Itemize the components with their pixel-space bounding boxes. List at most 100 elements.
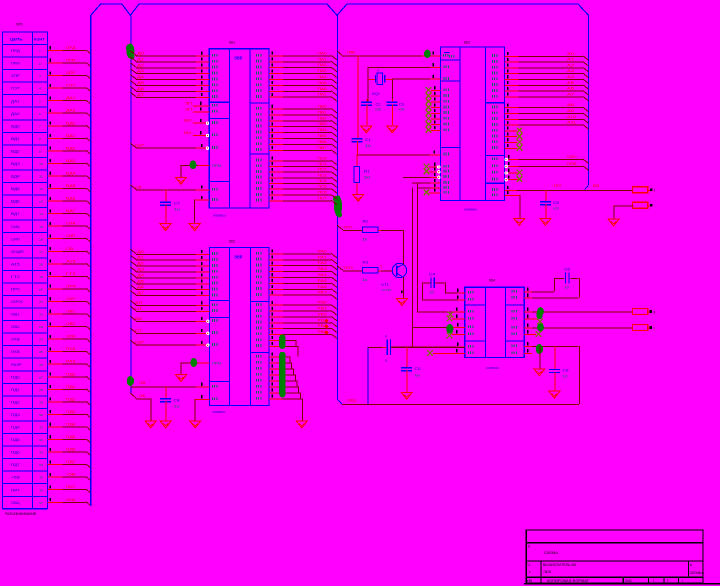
svg-text:31: 31 [39, 426, 43, 430]
svg-text:ХР1: ХР1 [16, 23, 23, 27]
svg-text:ДА1: ДА1 [66, 96, 76, 100]
svg-text:R2: R2 [363, 219, 369, 223]
svg-text:ГОТ: ГОТ [11, 87, 20, 91]
svg-text:ГТ2: ГТ2 [11, 275, 20, 279]
svg-text:ПД3: ПД3 [66, 410, 76, 414]
svg-text:ПД7: ПД7 [11, 463, 20, 467]
svg-text:36: 36 [39, 488, 43, 492]
svg-text:ЧТ: ЧТ [135, 307, 143, 311]
svg-text:РА1: РА1 [318, 255, 327, 259]
svg-text:ПВ1: ПВ1 [318, 110, 327, 114]
svg-text:18: 18 [39, 262, 43, 266]
svg-text:ЭЗ: ЭЗ [543, 570, 551, 574]
svg-text:17: 17 [39, 250, 43, 254]
svg-text:П5В: П5В [347, 51, 356, 55]
svg-text:Д7: Д7 [137, 93, 144, 97]
svg-text:ПВ4: ПВ4 [318, 128, 327, 132]
svg-text:ПВ3: ПВ3 [318, 122, 327, 126]
svg-text:ВД1: ВД1 [66, 134, 76, 138]
svg-text:4: 4 [39, 87, 41, 91]
svg-text:ПД7: ПД7 [66, 460, 76, 464]
svg-text:РА4: РА4 [318, 273, 327, 277]
svg-text:ПД6: ПД6 [66, 448, 76, 452]
svg-text:+5В: +5В [11, 476, 20, 480]
svg-text:ОБ: ОБ [139, 394, 146, 398]
svg-text:ПРД: ПРД [66, 46, 76, 50]
svg-text:ПИТ: ПИТ [11, 488, 20, 492]
svg-text:DD2: DD2 [229, 240, 235, 244]
svg-text:ПА3: ПА3 [318, 69, 327, 73]
svg-text:10: 10 [564, 286, 569, 290]
svg-text:І': І' [667, 579, 669, 583]
svg-text:А15: А15 [11, 262, 20, 266]
svg-text:9: 9 [39, 150, 41, 154]
svg-text:6: 6 [39, 112, 41, 116]
svg-text:30: 30 [39, 413, 43, 417]
svg-text:ПА2: ПА2 [318, 63, 327, 67]
svg-text:1к: 1к [362, 278, 368, 282]
svg-text:ЭВР: ЭВР [234, 255, 243, 260]
svg-text:ПИТ: ПИТ [66, 485, 75, 489]
svg-text:Д0: Д0 [137, 250, 144, 254]
svg-text:А3: А3 [567, 69, 574, 73]
svg-text:СИА: СИА [66, 222, 76, 226]
svg-text:РА2: РА2 [318, 261, 327, 265]
svg-text:ТКТ1: ТКТ1 [343, 225, 353, 229]
svg-text:32: 32 [39, 438, 43, 442]
svg-text:ІІ: ІІ [528, 545, 530, 549]
svg-text:11: 11 [39, 175, 43, 179]
svg-text:Д0: Д0 [137, 52, 144, 56]
svg-text:ПА1: ПА1 [318, 57, 327, 61]
svg-text:ПР0: ПР0 [66, 284, 76, 288]
svg-text:ОБЩ: ОБЩ [66, 498, 75, 502]
svg-text:СБРОС: СБРОС [11, 300, 24, 304]
svg-text:РВ1: РВ1 [318, 307, 327, 311]
svg-text:ПРМ: ПРМ [212, 164, 221, 168]
svg-text:С4: С4 [429, 273, 435, 277]
svg-text:10: 10 [39, 162, 43, 166]
svg-text:РВ2: РВ2 [318, 312, 327, 316]
svg-text:ПРМ: ПРМ [11, 62, 20, 66]
svg-text:А7: А7 [567, 92, 574, 96]
svg-text:ПД5: ПД5 [11, 438, 20, 442]
svg-text:ІІ: ІІ [377, 69, 379, 73]
svg-text:ПД4: ПД4 [11, 426, 20, 430]
svg-text:РАЗЪЕМ ВНЕШНИЙ: РАЗЪЕМ ВНЕШНИЙ [5, 512, 37, 516]
svg-text:19: 19 [39, 275, 43, 279]
svg-text:ПВ0: ПВ0 [318, 105, 327, 109]
svg-text:ВД2: ВД2 [11, 150, 20, 154]
svg-text:ОВ1: ОВ1 [11, 313, 20, 317]
svg-text:25: 25 [39, 350, 43, 354]
svg-text:26: 26 [39, 363, 43, 367]
svg-text:R1: R1 [364, 169, 370, 173]
svg-text:10: 10 [365, 144, 371, 148]
svg-text:С6: С6 [564, 268, 570, 272]
svg-text:ПС1: ПС1 [318, 162, 327, 166]
svg-text:С9: С9 [563, 369, 569, 373]
svg-text:ТКТ2: ТКТ2 [343, 266, 353, 270]
svg-text:ПРД: ПРД [11, 49, 21, 53]
svg-text:А11: А11 [567, 121, 576, 125]
svg-text:ПД5: ПД5 [66, 435, 76, 439]
svg-text:СХЕМА: СХЕМА [544, 551, 559, 555]
svg-text:DD4: DD4 [489, 279, 495, 283]
svg-text:КР580ВВ51А: КР580ВВ51А [213, 410, 226, 414]
svg-text:ВД4: ВД4 [66, 172, 76, 176]
svg-text:РВ3: РВ3 [318, 318, 327, 322]
svg-text:І: І [654, 189, 655, 193]
svg-text:DD1: DD1 [229, 41, 235, 45]
svg-text:ПД4: ПД4 [66, 423, 76, 427]
svg-text:А2: А2 [567, 63, 574, 67]
svg-text:20: 20 [39, 288, 43, 292]
svg-text:СИП: СИП [66, 234, 76, 238]
svg-text:ІІ: ІІ [385, 359, 387, 363]
svg-text:ПС4: ПС4 [318, 179, 327, 183]
svg-text:С8: С8 [174, 399, 180, 403]
svg-text:ВД6: ВД6 [11, 200, 20, 204]
svg-text:КОНТ: КОНТ [34, 37, 45, 41]
svg-text:А9: А9 [567, 109, 574, 113]
svg-text:2: 2 [39, 62, 41, 66]
svg-text:Д4: Д4 [137, 75, 144, 79]
svg-text:10: 10 [429, 291, 434, 295]
svg-text:Д3: Д3 [137, 268, 144, 272]
